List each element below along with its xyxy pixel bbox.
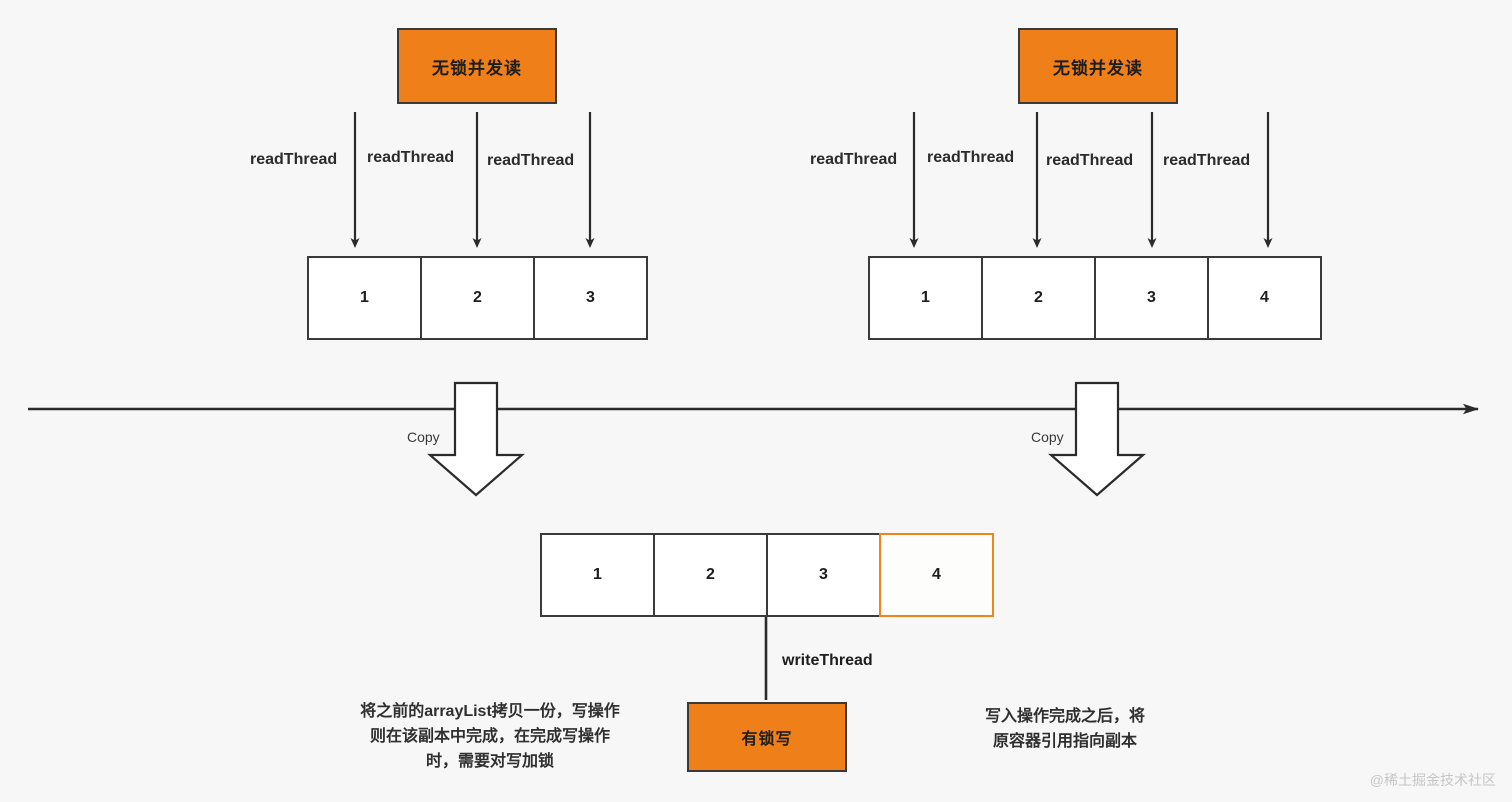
- watermark: @稀土掘金技术社区: [1369, 772, 1496, 788]
- locked-write-box[interactable]: 有锁写: [687, 702, 847, 772]
- write-thread-label: writeThread: [782, 652, 873, 669]
- array-right-state: 1 2 3 4: [868, 256, 1322, 340]
- lockfree-read-label-right: 无锁并发读: [1053, 58, 1143, 78]
- copy-block-arrow-left: [427, 381, 525, 497]
- read-thread-arrows-right: [909, 112, 1273, 248]
- read-thread-label-right-3: readThread: [1046, 152, 1134, 169]
- array-cell[interactable]: 3: [1094, 256, 1209, 340]
- lockfree-read-box-left[interactable]: 无锁并发读: [397, 28, 557, 104]
- locked-write-label: 有锁写: [741, 731, 793, 748]
- read-thread-label-right-1: readThread: [810, 151, 898, 168]
- read-thread-label-left-3: readThread: [487, 152, 575, 169]
- lockfree-read-box-right[interactable]: 无锁并发读: [1018, 28, 1178, 104]
- read-thread-label-right-2: readThread: [927, 149, 1015, 166]
- array-cell[interactable]: 2: [420, 256, 535, 340]
- array-cell[interactable]: 3: [766, 533, 881, 617]
- read-thread-label-left-1: readThread: [250, 151, 338, 168]
- array-cell[interactable]: 1: [307, 256, 422, 340]
- array-copy-state: 1 2 3 4: [540, 533, 994, 617]
- lockfree-read-label-left: 无锁并发读: [432, 58, 522, 78]
- array-cell[interactable]: 3: [533, 256, 648, 340]
- array-cell[interactable]: 1: [540, 533, 655, 617]
- array-cell[interactable]: 2: [653, 533, 768, 617]
- copy-label-right: Copy: [1031, 429, 1064, 445]
- array-cell[interactable]: 1: [868, 256, 983, 340]
- caption-swap-explanation: 写入操作完成之后，将 原容器引用指向副本: [984, 708, 1145, 750]
- caption-copy-explanation: 将之前的arrayList拷贝一份，写操作 则在该副本中完成，在完成写操作 时，…: [360, 703, 620, 770]
- array-cell-new[interactable]: 4: [879, 533, 994, 617]
- array-left-state: 1 2 3: [307, 256, 648, 340]
- copy-label-left: Copy: [407, 429, 440, 445]
- read-thread-arrows-left: [350, 112, 595, 248]
- array-cell[interactable]: 4: [1207, 256, 1322, 340]
- read-thread-label-right-4: readThread: [1163, 152, 1251, 169]
- read-thread-label-left-2: readThread: [367, 149, 455, 166]
- copy-block-arrow-right: [1048, 381, 1146, 497]
- array-cell[interactable]: 2: [981, 256, 1096, 340]
